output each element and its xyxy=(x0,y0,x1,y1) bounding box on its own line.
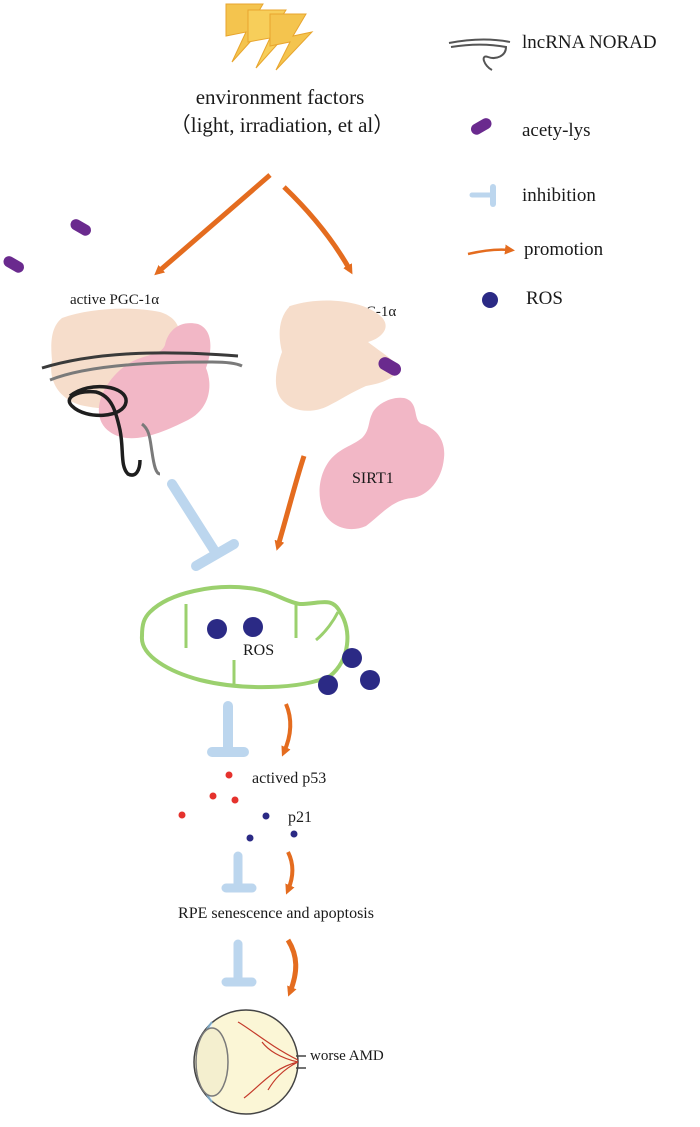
ros-particle xyxy=(207,619,227,639)
norad-strand xyxy=(49,360,243,382)
inhibition-arrow-active-pgc xyxy=(167,479,239,571)
ros-particle xyxy=(360,670,380,690)
ros-particle xyxy=(243,617,263,637)
legend: lncRNA NORAD acety-lys inhibition promot… xyxy=(448,32,657,309)
inhibition-arrow-ros xyxy=(207,701,249,757)
amd-label: worse AMD xyxy=(310,1048,384,1064)
mitochondrion xyxy=(139,585,350,690)
p53-dot xyxy=(231,796,239,804)
legend-ros-label: ROS xyxy=(526,288,563,309)
promotion-arrow-rpe xyxy=(285,938,299,997)
p21-dot xyxy=(262,812,270,820)
pgc-protein xyxy=(275,300,400,411)
rpe-label: RPE senescence and apoptosis xyxy=(178,905,374,922)
environment-factors-subtitle: （light, irradiation, et al） xyxy=(170,113,395,137)
promotion-arrow-to-inactive-pgc xyxy=(282,185,353,275)
p53-label: actived p53 xyxy=(252,770,326,787)
norad-strand xyxy=(67,384,142,477)
norad-strand xyxy=(141,422,161,476)
legend-promotion-label: promotion xyxy=(524,239,604,260)
ros-particle xyxy=(342,648,362,668)
p21-dot xyxy=(246,834,254,842)
promotion-legend-icon xyxy=(467,244,515,256)
promotion-arrow-to-active-pgc xyxy=(154,173,272,276)
p53-dot xyxy=(225,771,233,779)
promotion-arrow-ros xyxy=(281,703,293,757)
acetyl-legend-icon xyxy=(470,118,492,135)
legend-inhibition-label: inhibition xyxy=(522,185,596,206)
inhibition-arrow-rpe xyxy=(221,939,257,987)
eye-icon xyxy=(193,1009,306,1115)
p21-dot xyxy=(290,830,298,838)
ros-center-label: ROS xyxy=(243,642,274,659)
acetyl-icon xyxy=(3,256,25,273)
sirt1-label: SIRT1 xyxy=(352,470,394,487)
promotion-arrow-p53 xyxy=(285,851,295,895)
lightning-icon xyxy=(225,3,314,71)
inactive-pgc-complex: SIRT1 xyxy=(275,300,445,530)
norad-strand xyxy=(41,351,239,370)
legend-lncrna-label: lncRNA NORAD xyxy=(522,32,657,53)
environment-factors-title: environment factors xyxy=(196,85,365,109)
active-pgc-label: active PGC-1α xyxy=(70,292,159,308)
ros-particle xyxy=(318,675,338,695)
p21-label: p21 xyxy=(288,809,312,826)
lncrna-legend-icon xyxy=(448,38,511,71)
ros-legend-icon xyxy=(482,292,498,308)
inhibition-arrow-p53 xyxy=(221,851,257,893)
p53-dot xyxy=(209,792,217,800)
active-pgc-complex xyxy=(41,308,243,477)
sirt1-protein xyxy=(319,397,445,530)
p53-dot xyxy=(178,811,186,819)
legend-acety-lys-label: acety-lys xyxy=(522,120,591,141)
acetyl-icon xyxy=(378,357,402,376)
promotion-arrow-inactive-pgc xyxy=(274,455,307,551)
inhibition-legend-icon xyxy=(469,184,496,207)
acetyl-icon xyxy=(70,219,92,236)
